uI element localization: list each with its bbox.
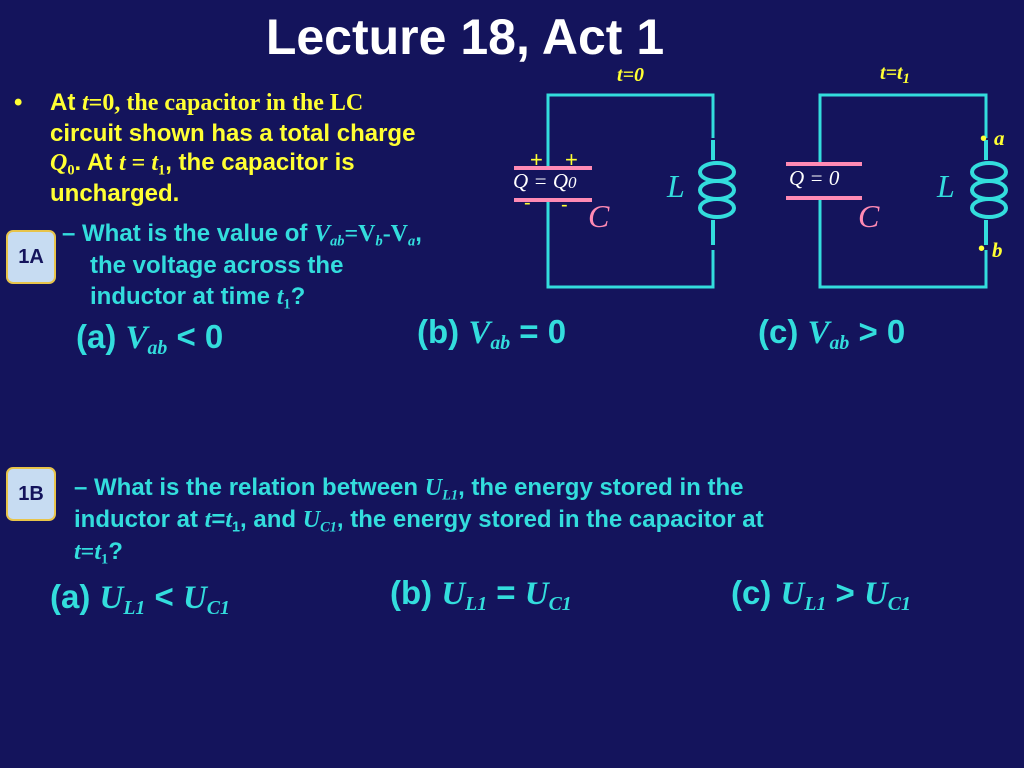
node-a-dot: • <box>980 128 988 150</box>
question-1a-line-1: – What is the value of Vab=Vb-Va, <box>62 220 422 250</box>
node-b-label: b <box>992 238 1003 262</box>
left-inductor-label: L <box>667 168 685 204</box>
answer-1b-c[interactable]: (c) UL1 > UC1 <box>731 574 911 615</box>
question-1b-line-1: – What is the relation between UL1, the … <box>74 474 744 504</box>
right-capacitor-plates <box>786 162 862 200</box>
node-b-dot: • <box>978 238 986 260</box>
answer-1b-a[interactable]: (a) UL1 < UC1 <box>50 578 230 619</box>
left-plus-1: + <box>530 147 543 172</box>
question-1a-line-3: inductor at time t1? <box>90 283 306 313</box>
left-plus-2: + <box>565 147 578 172</box>
left-capacitor-plates <box>514 166 592 202</box>
answer-1b-b[interactable]: (b) UL1 = UC1 <box>390 574 572 615</box>
left-minus-2: - <box>561 194 568 216</box>
page-title: Lecture 18, Act 1 <box>265 9 665 65</box>
right-time-label: t=t1 <box>880 62 911 87</box>
right-circuit-wire <box>818 93 988 289</box>
badge-1a: 1A <box>6 230 56 284</box>
intro-line-4: uncharged. <box>50 179 180 207</box>
node-a-label: a <box>994 126 1005 150</box>
right-inductor-label: L <box>937 168 955 204</box>
left-charge-label: Q = Q0 <box>513 169 577 193</box>
intro-text: At t=0, the capacitor in the LC circuit … <box>50 88 415 208</box>
bullet-marker: • <box>14 89 23 116</box>
right-charge-label: Q = 0 <box>789 166 840 190</box>
intro-line-1: At t=0, the capacitor in the LC <box>50 89 364 116</box>
left-minus-1: - <box>524 192 531 214</box>
question-1a-line-2: the voltage across the <box>90 252 344 279</box>
question-1b: – What is the relation between UL1, the … <box>74 472 764 568</box>
left-capacitor-label: C <box>588 198 610 234</box>
right-capacitor-label: C <box>858 198 880 234</box>
right-inductor-coil <box>970 140 1008 245</box>
question-1a: – What is the value of Vab=Vb-Va, the vo… <box>62 218 422 313</box>
left-inductor-coil <box>698 140 736 245</box>
answer-1a-b[interactable]: (b) Vab = 0 <box>417 313 567 354</box>
badge-1b: 1B <box>6 467 56 521</box>
answer-1a-a[interactable]: (a) Vab < 0 <box>76 318 224 359</box>
left-circuit-wire <box>546 93 715 289</box>
question-1b-line-3: t=t1? <box>74 538 123 568</box>
intro-line-2: circuit shown has a total charge <box>50 119 416 147</box>
answer-1a-c[interactable]: (c) Vab > 0 <box>758 313 906 354</box>
question-1b-line-2: inductor at t=t1, and UC1, the energy st… <box>74 506 764 536</box>
left-time-label: t=0 <box>617 64 644 86</box>
intro-line-3: Q0. At t = t1, the capacitor is <box>50 149 355 179</box>
